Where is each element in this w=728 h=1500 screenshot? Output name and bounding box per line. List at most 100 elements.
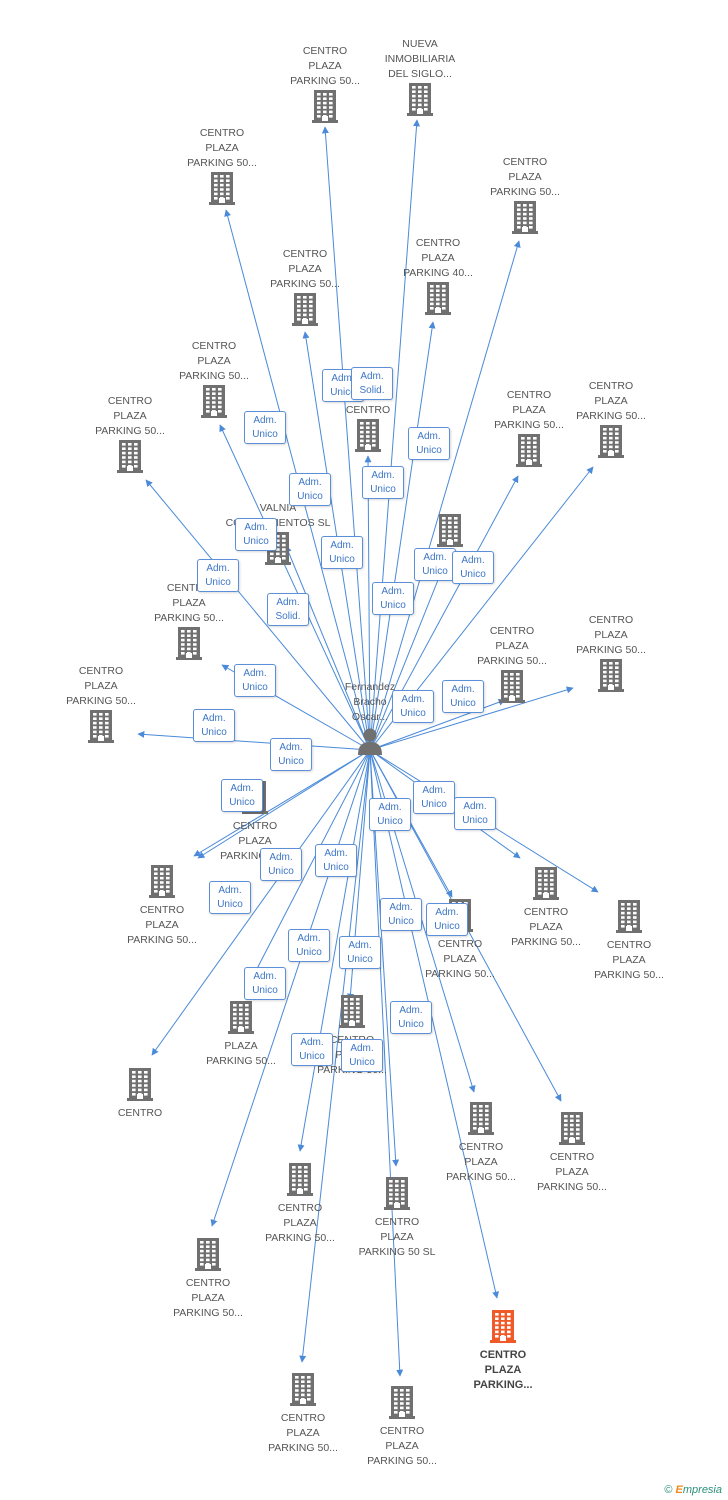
role-badge[interactable]: Adm. Unico — [414, 548, 456, 581]
edge-c16 — [369, 686, 574, 751]
role-badge[interactable]: Adm. Unico — [321, 536, 363, 569]
role-badge[interactable]: Adm. Unico — [341, 1039, 383, 1072]
role-badge[interactable]: Adm. Unico — [372, 582, 414, 615]
company-node-c25[interactable]: CENTRO — [85, 1067, 195, 1121]
company-node-c31[interactable]: CENTRO PLAZA PARKING... — [448, 1309, 558, 1393]
role-badge[interactable]: Adm. Unico — [392, 690, 434, 723]
role-badge[interactable]: Adm. Unico — [413, 781, 455, 814]
edge-c2 — [369, 119, 421, 751]
company-label: CENTRO PLAZA PARKING 50 SL — [358, 1216, 436, 1258]
company-node-c7[interactable]: CENTRO PLAZA PARKING 50... — [159, 339, 269, 423]
role-badge[interactable]: Adm. Unico — [235, 518, 277, 551]
role-badge[interactable]: Adm. Unico — [380, 898, 422, 931]
company-node-c19[interactable]: CENTRO PLAZA PARKING 50... — [107, 864, 217, 948]
role-badge[interactable]: Adm. Unico — [369, 798, 411, 831]
role-badge[interactable]: Adm. Unico — [291, 1033, 333, 1066]
edge-c32 — [299, 749, 371, 1363]
role-badge[interactable]: Adm. Unico — [244, 411, 286, 444]
company-node-c17[interactable]: CENTRO PLAZA PARKING 50... — [46, 664, 156, 748]
company-node-c4[interactable]: CENTRO PLAZA PARKING 50... — [470, 155, 580, 239]
role-badge[interactable]: Adm. Unico — [452, 551, 494, 584]
role-badge[interactable]: Adm. Solid. — [267, 593, 309, 626]
building-icon — [512, 200, 538, 239]
role-badge[interactable]: Adm. Unico — [209, 881, 251, 914]
company-node-c11[interactable]: CENTRO — [313, 403, 423, 457]
role-badge[interactable]: Adm. Unico — [193, 709, 235, 742]
company-node-c16[interactable]: CENTRO PLAZA PARKING 50... — [556, 613, 666, 697]
role-badge[interactable]: Adm. Solid. — [351, 367, 393, 400]
building-icon — [355, 418, 381, 457]
role-badge[interactable]: Adm. Unico — [315, 844, 357, 877]
role-badge[interactable]: Adm. Unico — [197, 559, 239, 592]
role-badge[interactable]: Adm. Unico — [339, 936, 381, 969]
company-node-c2[interactable]: NUEVA INMOBILIARIA DEL SIGLO... — [365, 37, 475, 121]
role-badge[interactable]: Adm. Unico — [454, 797, 496, 830]
copyright-symbol: © — [664, 1484, 673, 1496]
company-node-c10[interactable]: CENTRO PLAZA PARKING 50... — [556, 379, 666, 463]
building-icon — [228, 1000, 254, 1039]
company-node-c6[interactable]: CENTRO PLAZA PARKING 40... — [383, 236, 493, 320]
building-icon — [127, 1067, 153, 1106]
building-icon — [437, 513, 463, 552]
building-icon — [499, 669, 525, 708]
role-badge[interactable]: Adm. Unico — [426, 903, 468, 936]
edge-c6 — [369, 321, 436, 751]
company-node-c26[interactable]: CENTRO PLAZA PARKING 50... — [426, 1101, 536, 1185]
building-icon — [598, 424, 624, 463]
company-node-c21[interactable]: CENTRO PLAZA PARKING 50... — [574, 899, 684, 983]
building-icon — [290, 1372, 316, 1411]
company-node-c3[interactable]: CENTRO PLAZA PARKING 50... — [167, 126, 277, 210]
building-icon — [149, 864, 175, 903]
role-badge[interactable]: Adm. Unico — [221, 779, 263, 812]
company-label: CENTRO PLAZA PARKING 50... — [173, 1277, 243, 1319]
edge-c19 — [197, 749, 371, 859]
company-node-c29[interactable]: CENTRO PLAZA PARKING 50 SL — [342, 1176, 452, 1260]
role-badge[interactable]: Adm. Unico — [289, 473, 331, 506]
edge-c8 — [145, 479, 371, 751]
company-node-c23[interactable]: PLAZA PARKING 50... — [186, 1000, 296, 1069]
company-label: CENTRO PLAZA PARKING 50... — [127, 904, 197, 946]
company-node-c1[interactable]: CENTRO PLAZA PARKING 50... — [270, 44, 380, 128]
company-node-c8[interactable]: CENTRO PLAZA PARKING 50... — [75, 394, 185, 478]
role-badge[interactable]: Adm. Unico — [390, 1001, 432, 1034]
building-icon — [339, 994, 365, 1033]
role-badge[interactable]: Adm. Unico — [408, 427, 450, 460]
company-label: CENTRO — [117, 1107, 163, 1119]
company-node-c15[interactable]: CENTRO PLAZA PARKING 50... — [457, 624, 567, 708]
role-badge[interactable]: Adm. Unico — [362, 466, 404, 499]
role-badge[interactable]: Adm. Unico — [442, 680, 484, 713]
company-node-c30[interactable]: CENTRO PLAZA PARKING 50... — [153, 1237, 263, 1321]
company-node-c28[interactable]: CENTRO PLAZA PARKING 50... — [245, 1162, 355, 1246]
company-label: CENTRO PLAZA PARKING 40... — [403, 237, 473, 279]
company-label: CENTRO PLAZA PARKING 50... — [490, 156, 560, 198]
company-node-c33[interactable]: CENTRO PLAZA PARKING 50... — [347, 1385, 457, 1469]
edge-c11 — [364, 455, 372, 751]
company-label: CENTRO PLAZA PARKING 50... — [265, 1202, 335, 1244]
company-label: CENTRO PLAZA PARKING... — [473, 1349, 533, 1391]
building-icon — [490, 1309, 516, 1348]
role-badge[interactable]: Adm. Unico — [288, 929, 330, 962]
company-label: CENTRO PLAZA PARKING 50... — [576, 380, 646, 422]
company-node-c5[interactable]: CENTRO PLAZA PARKING 50... — [250, 247, 360, 331]
company-label: CENTRO PLAZA PARKING 50... — [187, 127, 257, 169]
company-node-c32[interactable]: CENTRO PLAZA PARKING 50... — [248, 1372, 358, 1456]
company-node-c27[interactable]: CENTRO PLAZA PARKING 50... — [517, 1111, 627, 1195]
company-label: CENTRO PLAZA PARKING 50... — [290, 45, 360, 87]
role-badge[interactable]: Adm. Unico — [270, 738, 312, 771]
role-badge[interactable]: Adm. Unico — [260, 848, 302, 881]
building-icon — [117, 439, 143, 478]
person-label: Fernandez Bracho Oscar... — [344, 681, 396, 723]
company-label: CENTRO — [345, 404, 391, 416]
company-label: CENTRO PLAZA PARKING 50... — [425, 938, 495, 980]
company-label: CENTRO PLAZA PARKING 50... — [477, 625, 547, 667]
edge-c17 — [137, 730, 371, 751]
company-node-c14[interactable]: CENTRO PLAZA PARKING 50... — [134, 581, 244, 665]
building-icon — [88, 709, 114, 748]
company-node-c20[interactable]: CENTRO PLAZA PARKING 50... — [491, 866, 601, 950]
person-node[interactable]: Fernandez Bracho Oscar... — [315, 680, 425, 760]
company-node-c9[interactable]: CENTRO PLAZA PARKING 50... — [474, 388, 584, 472]
role-badge[interactable]: Adm. Unico — [234, 664, 276, 697]
company-label: CENTRO PLAZA PARKING 50... — [446, 1141, 516, 1183]
role-badge[interactable]: Adm. Unico — [244, 967, 286, 1000]
company-label: CENTRO PLAZA PARKING 50... — [594, 939, 664, 981]
